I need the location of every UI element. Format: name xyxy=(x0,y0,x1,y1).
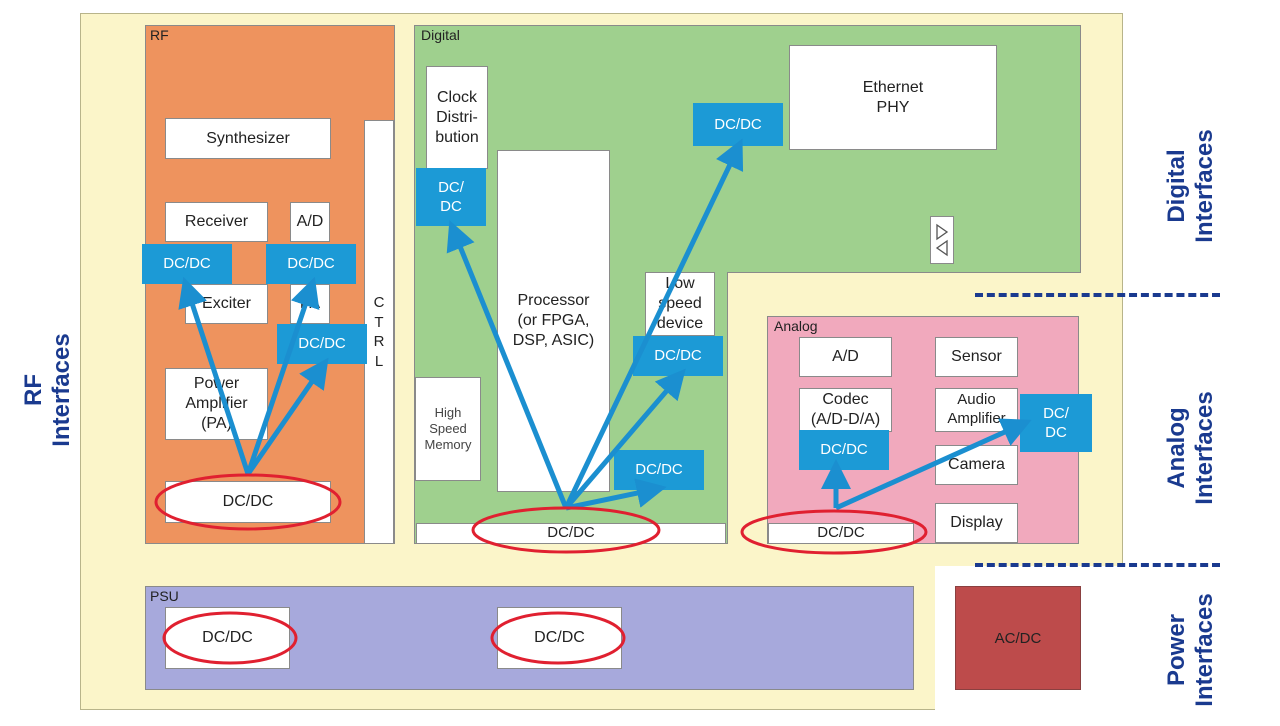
highlight-analog-dcdc xyxy=(740,509,928,555)
clock-distribution-block: Clock Distri- bution xyxy=(426,66,488,169)
clock-dcdc: DC/ DC xyxy=(416,168,486,226)
highlight-digital-dcdc xyxy=(471,506,661,554)
psu-region-label: PSU xyxy=(150,588,179,604)
high-speed-memory-block: High Speed Memory xyxy=(415,377,481,481)
rf-pa-dcdc: DC/DC xyxy=(277,324,367,364)
highlight-psu-dcdc-right xyxy=(490,611,626,665)
arrow-rf-pa xyxy=(245,357,329,476)
rf-dcdc-block: DC/DC xyxy=(165,481,331,523)
ctrl-letter: R xyxy=(373,333,385,350)
arrow-digital-right xyxy=(565,478,667,511)
arrow-rf-ad xyxy=(245,276,320,475)
ctrl-letter: T xyxy=(374,313,384,331)
arrow-ethernet xyxy=(563,138,744,510)
ethernet-phy-block: Ethernet PHY xyxy=(789,45,997,150)
arrow-audio xyxy=(834,418,1032,511)
interface-divider-analog-power xyxy=(975,563,1220,567)
processor-block: Processor (or FPGA, DSP, ASIC) xyxy=(497,150,610,492)
audio-dcdc: DC/ DC xyxy=(1020,394,1092,452)
ctrl-letter: C xyxy=(373,294,385,311)
highlight-rf-dcdc xyxy=(154,473,342,531)
acdc-block: AC/DC xyxy=(955,586,1081,690)
signal-transformer-icon xyxy=(930,216,954,264)
rf-ad-dcdc: DC/DC xyxy=(266,244,356,284)
display-block: Display xyxy=(935,503,1018,543)
analog-dcdc-block: DC/DC xyxy=(768,523,914,544)
synthesizer-block: Synthesizer xyxy=(165,118,331,159)
rf-ad-block: A/D xyxy=(290,202,330,242)
low-speed-device-block: Low speed device xyxy=(645,272,715,336)
sensor-block: Sensor xyxy=(935,337,1018,377)
highlight-psu-dcdc-left xyxy=(162,611,298,665)
audio-amplifier-block: Audio Amplifier xyxy=(935,388,1018,432)
receiver-block: Receiver xyxy=(165,202,268,242)
ctrl-letter: L xyxy=(374,352,384,370)
digital-region-label: Digital xyxy=(421,27,460,43)
rf-region-label: RF xyxy=(150,27,169,43)
arrow-low-speed xyxy=(564,368,686,510)
ctrl-block: C T R L xyxy=(364,120,394,544)
arrow-rf-receiver xyxy=(178,276,251,475)
arrow-clock xyxy=(446,220,569,509)
analog-ad-block: A/D xyxy=(799,337,892,377)
analog-region-label: Analog xyxy=(774,318,818,334)
interface-divider-digital-analog xyxy=(975,293,1220,297)
